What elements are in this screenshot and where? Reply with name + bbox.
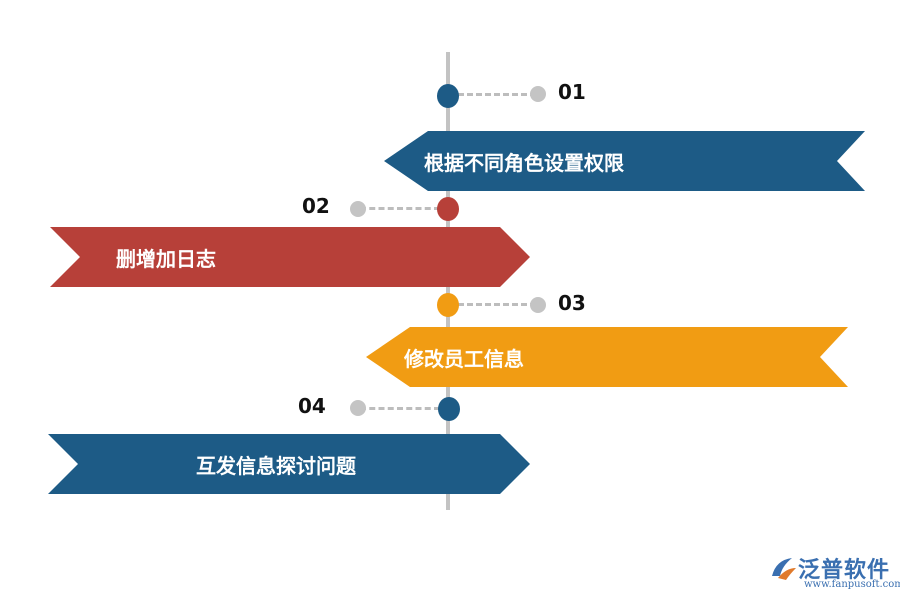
- connector-end-dot: [530, 86, 546, 102]
- connector-end-dot: [350, 201, 366, 217]
- step-label: 根据不同角色设置权限: [424, 150, 624, 175]
- timeline-node: [438, 397, 460, 421]
- brand-logo: 泛普软件 www.fanpusoft.com: [768, 552, 900, 596]
- connector-line: [458, 303, 536, 306]
- step-banner: 修改员工信息: [366, 327, 848, 387]
- timeline-node: [437, 84, 459, 108]
- connector-line: [360, 207, 440, 210]
- timeline-node: [437, 293, 459, 317]
- step-label: 修改员工信息: [404, 346, 524, 371]
- step-label: 互发信息探讨问题: [196, 453, 356, 478]
- timeline-node: [437, 197, 459, 221]
- step-label: 删增加日志: [116, 246, 216, 271]
- step-number: 02: [302, 194, 330, 218]
- connector-end-dot: [530, 297, 546, 313]
- step-banner: 互发信息探讨问题: [48, 434, 530, 494]
- step-banner: 根据不同角色设置权限: [384, 131, 865, 191]
- connector-line: [458, 93, 536, 96]
- step-number: 03: [558, 291, 586, 315]
- step-banner: 删增加日志: [50, 227, 530, 287]
- brand-url: www.fanpusoft.com: [804, 579, 900, 590]
- connector-line: [360, 407, 440, 410]
- brand-name: 泛普软件: [798, 558, 891, 583]
- connector-end-dot: [350, 400, 366, 416]
- step-number: 04: [298, 394, 326, 418]
- step-number: 01: [558, 80, 586, 104]
- fanpu-logo-icon: [772, 558, 796, 580]
